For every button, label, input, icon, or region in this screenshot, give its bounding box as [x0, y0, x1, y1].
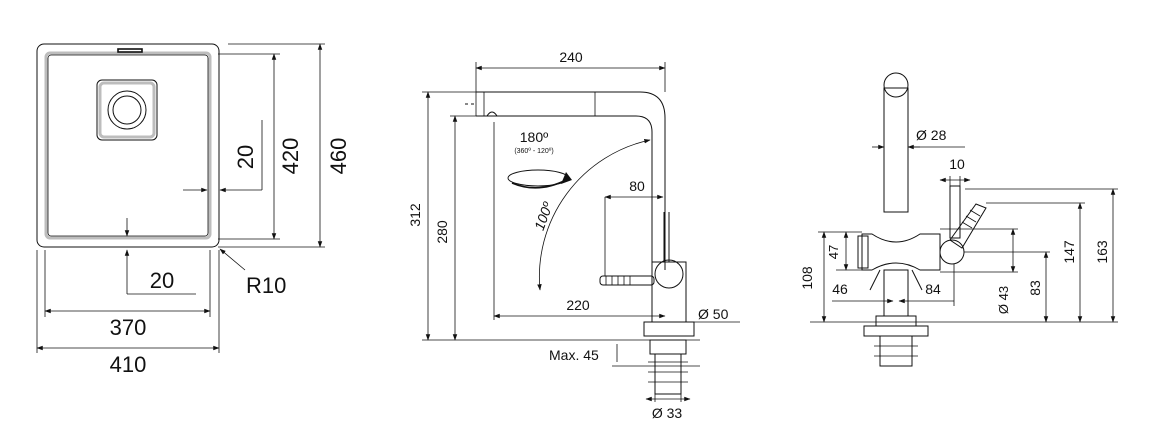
front-nut	[879, 335, 913, 367]
dim-width-inner: 370	[110, 315, 147, 340]
tap-front-view: Ø 28 10 108 47 46 84 Ø 43 83 14	[799, 72, 1118, 367]
dim-width-outer: 410	[110, 352, 147, 377]
dim-height-108: 108	[799, 266, 815, 290]
filter-handle	[939, 239, 965, 265]
dim-body-diameter: Ø 28	[916, 127, 947, 143]
left-cap	[857, 235, 869, 269]
dim-max-thickness: Max. 45	[549, 347, 599, 363]
dim-height-inner: 420	[278, 138, 303, 175]
swing-arc	[537, 139, 651, 291]
dim-offset: 80	[629, 178, 645, 194]
tap-side-view: 180º (360º - 120º) 240 80 100º 312 280 2…	[407, 49, 740, 421]
spray-head	[486, 111, 498, 117]
mount-washer	[649, 339, 687, 355]
dim-height-147: 147	[1061, 240, 1077, 264]
manifold-body	[861, 233, 941, 271]
filter-lever	[949, 203, 987, 249]
overflow-slot	[117, 48, 143, 53]
dim-shank-diameter: Ø 33	[652, 405, 683, 421]
dim-radius: R10	[246, 273, 286, 298]
dim-rotation-range: (360º - 120º)	[514, 148, 553, 155]
spout-head	[883, 72, 909, 98]
front-base	[875, 315, 917, 327]
dim-height-total: 312	[407, 203, 423, 227]
main-column	[883, 87, 909, 213]
dim-height-outlet: 280	[434, 220, 450, 244]
dim-height-83: 83	[1027, 280, 1043, 296]
drain-outer-ring	[107, 90, 147, 130]
sink-outer-outline	[36, 43, 220, 248]
drain-inner-ring	[112, 95, 142, 125]
drain-plate-rim	[98, 81, 156, 139]
dim-spout-angle: 100º	[531, 199, 556, 232]
dim-reach-total: 240	[559, 49, 583, 65]
dim-base-diameter: Ø 50	[698, 306, 729, 322]
front-shank	[883, 269, 909, 317]
lever-pin	[949, 185, 961, 239]
dim-lever-diameter: 10	[949, 156, 965, 172]
dim-reach-spout: 220	[566, 297, 590, 313]
dim-height-outer: 460	[326, 138, 351, 175]
shank	[654, 353, 682, 395]
spout-outer	[476, 91, 666, 270]
front-washer	[863, 325, 929, 337]
dim-bottom-margin: 20	[150, 268, 174, 293]
dim-offset-left: 46	[832, 281, 848, 297]
dim-rotation: 180º	[520, 129, 548, 145]
sink-bowl-rim	[44, 51, 212, 240]
lever-hub	[654, 259, 684, 289]
tap-base	[643, 321, 695, 337]
drain-plate	[96, 79, 158, 141]
dim-height-163: 163	[1094, 240, 1110, 264]
sink-view: 420 460 20 20 R10 370 410	[36, 43, 351, 377]
dim-side-margin: 20	[233, 145, 258, 169]
dim-offset-right: 84	[925, 281, 941, 297]
tap-body	[651, 261, 687, 323]
lever-handle	[599, 275, 655, 286]
dim-height-47: 47	[826, 245, 841, 259]
dim-handle-diameter: Ø 43	[996, 286, 1011, 314]
spout-inner	[476, 115, 653, 262]
